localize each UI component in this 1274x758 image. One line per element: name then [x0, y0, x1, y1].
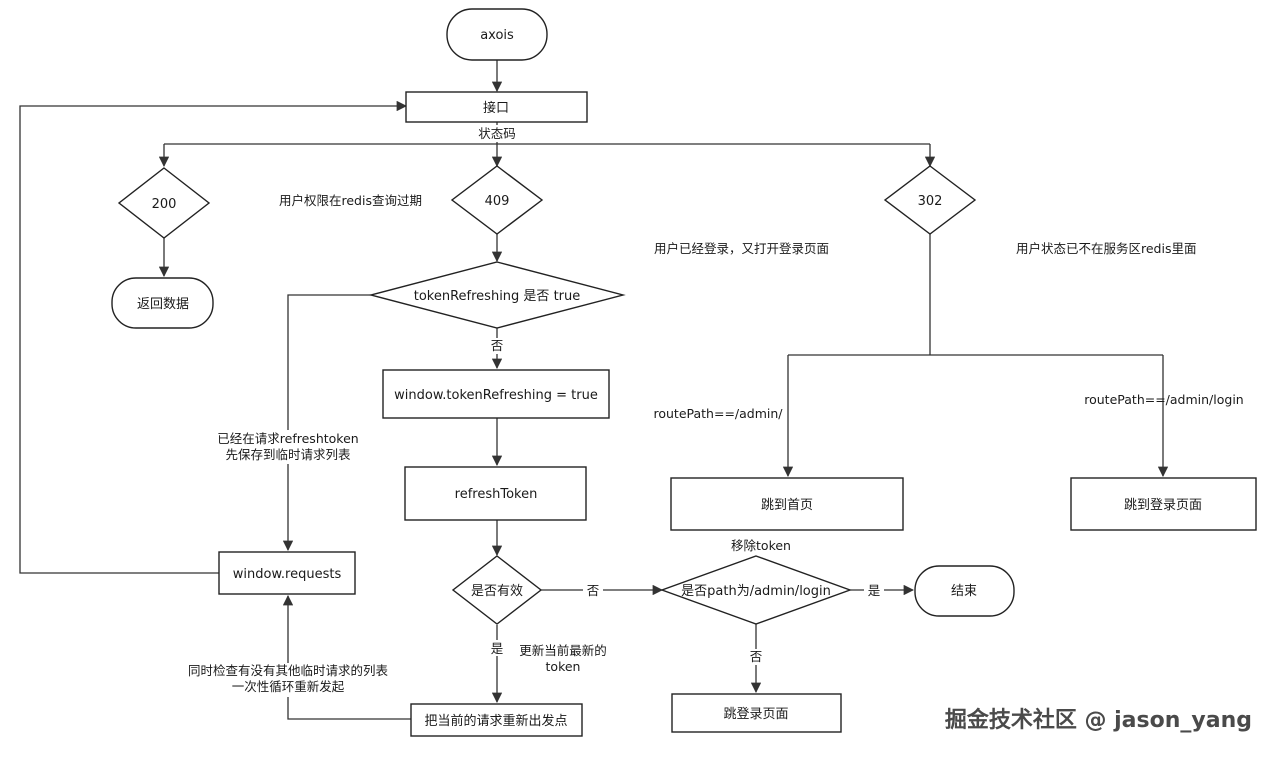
- edge-resend-to-requests: [282, 594, 411, 720]
- edge-requests-to-api: [19, 100, 408, 574]
- node-window-requests: window.requests: [218, 551, 356, 595]
- svg-text:302: 302: [918, 194, 943, 209]
- annotations: 状态码 用户权限在redis查询过期 用户已经登录，又打开登录页面 用户状态已不…: [178, 125, 1244, 697]
- node-axios: axois: [446, 8, 548, 61]
- node-goto-login-2: 跳登录页面: [671, 693, 842, 733]
- svg-text:200: 200: [152, 197, 177, 212]
- svg-text:是否有效: 是否有效: [471, 584, 523, 599]
- svg-text:接口: 接口: [483, 100, 509, 116]
- node-status-409: 409: [450, 165, 544, 235]
- label-yes-1: 是: [491, 641, 504, 656]
- svg-text:refreshToken: refreshToken: [455, 487, 538, 502]
- svg-text:tokenRefreshing 是否 true: tokenRefreshing 是否 true: [414, 289, 581, 304]
- node-token-refreshing-check: tokenRefreshing 是否 true: [368, 261, 626, 329]
- label-already-requesting-1: 已经在请求refreshtoken: [217, 431, 358, 446]
- label-no-1: 否: [491, 338, 504, 353]
- svg-text:window.tokenRefreshing = true: window.tokenRefreshing = true: [394, 388, 598, 403]
- svg-text:把当前的请求重新出发点: 把当前的请求重新出发点: [424, 713, 567, 729]
- label-update-token-1: 更新当前最新的: [519, 643, 607, 658]
- node-goto-home: 跳到首页: [670, 477, 904, 531]
- node-valid-check: 是否有效: [451, 555, 543, 625]
- svg-text:跳登录页面: 跳登录页面: [723, 707, 788, 722]
- svg-text:跳到登录页面: 跳到登录页面: [1124, 498, 1202, 513]
- label-remove-token: 移除token: [731, 538, 791, 553]
- node-path-check: 是否path为/admin/login: [659, 555, 853, 625]
- svg-text:结束: 结束: [951, 584, 977, 599]
- node-goto-login-1: 跳到登录页面: [1070, 477, 1257, 531]
- label-no-2: 否: [587, 583, 600, 598]
- watermark: 掘金技术社区 @ jason_yang: [945, 707, 1252, 733]
- node-end: 结束: [914, 565, 1015, 617]
- svg-text:window.requests: window.requests: [233, 567, 342, 582]
- svg-text:返回数据: 返回数据: [137, 297, 189, 312]
- node-return-data: 返回数据: [111, 277, 214, 329]
- svg-text:axois: axois: [480, 28, 514, 43]
- label-status-code: 状态码: [478, 126, 516, 141]
- label-logged-in-302: 用户已经登录，又打开登录页面: [654, 241, 829, 256]
- label-check-list-2: 一次性循环重新发起: [232, 679, 345, 694]
- node-set-refreshing: window.tokenRefreshing = true: [382, 369, 610, 419]
- label-update-token-2: token: [546, 659, 581, 674]
- node-status-302: 302: [883, 165, 977, 235]
- label-yes-2: 是: [868, 583, 881, 598]
- label-route-admin: routePath==/admin/: [653, 406, 783, 421]
- node-refresh-token: refreshToken: [404, 466, 587, 521]
- label-route-login: routePath==/admin/login: [1084, 392, 1243, 407]
- label-check-list-1: 同时检查有没有其他临时请求的列表: [188, 663, 389, 678]
- edge-check-to-requests: [282, 294, 371, 552]
- node-status-200: 200: [117, 167, 211, 239]
- svg-text:409: 409: [485, 194, 510, 209]
- node-api: 接口: [405, 91, 588, 123]
- label-already-requesting-2: 先保存到临时请求列表: [225, 447, 351, 462]
- node-resend: 把当前的请求重新出发点: [410, 703, 583, 737]
- svg-text:是否path为/admin/login: 是否path为/admin/login: [681, 584, 831, 599]
- label-no-3: 否: [750, 649, 763, 664]
- svg-text:跳到首页: 跳到首页: [761, 498, 813, 513]
- label-not-in-redis: 用户状态已不在服务区redis里面: [1016, 241, 1196, 256]
- label-expired-409: 用户权限在redis查询过期: [279, 193, 422, 208]
